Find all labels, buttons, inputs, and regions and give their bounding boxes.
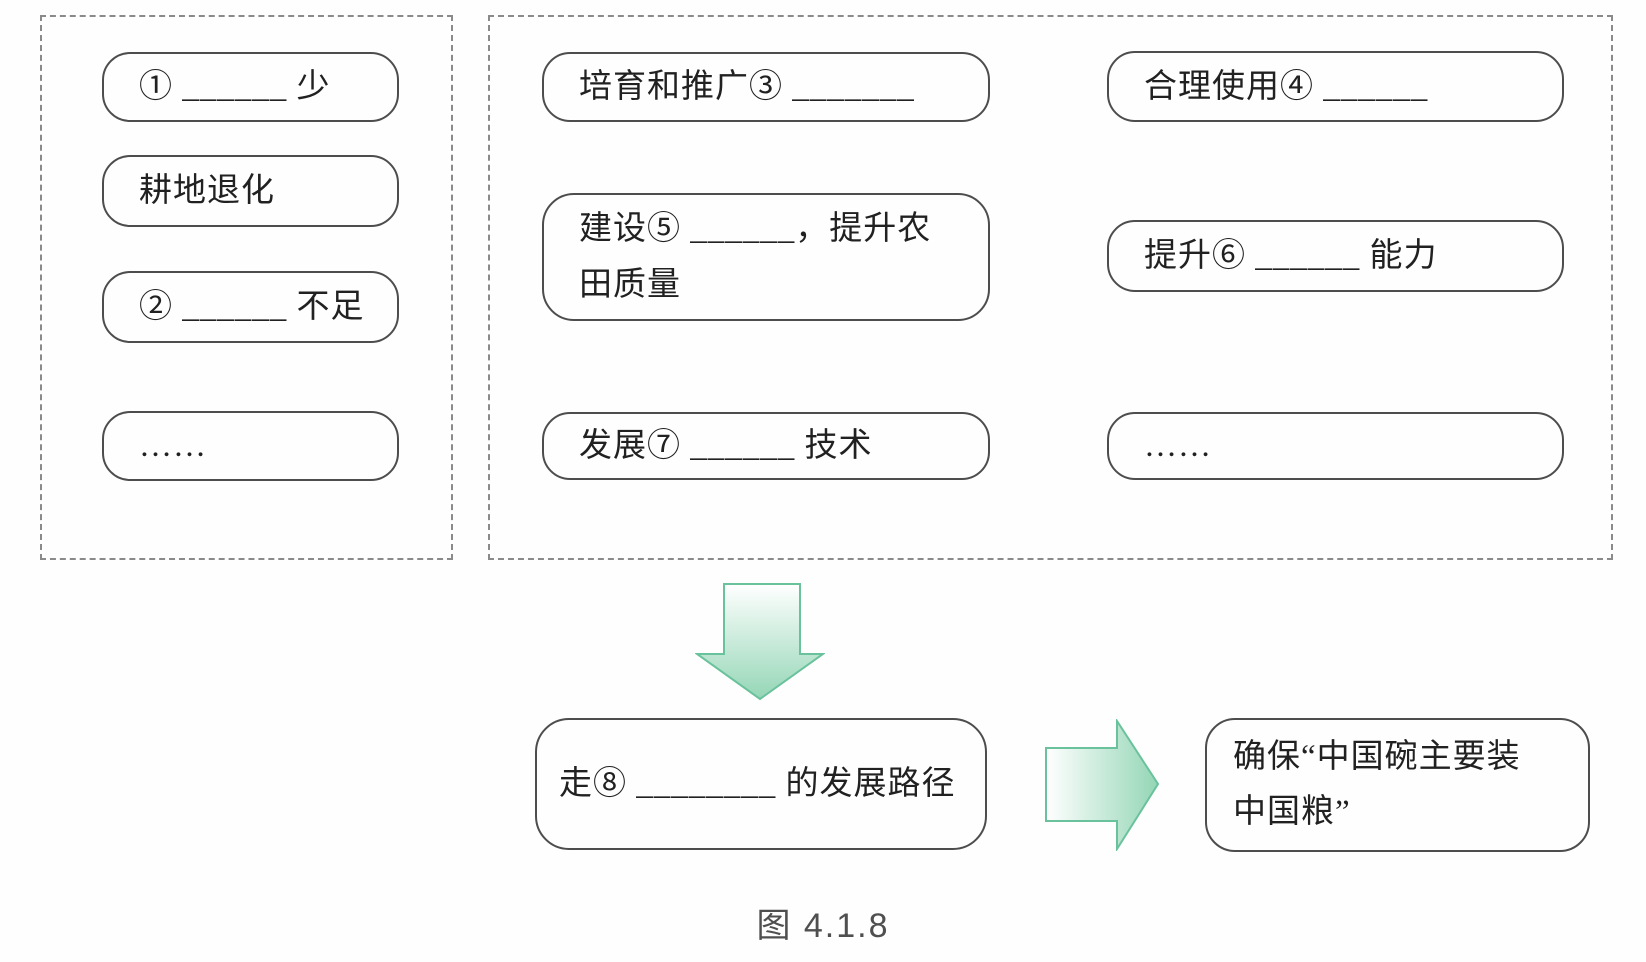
path-box-label: 走⑧ ________ 的发展路径 xyxy=(559,766,956,802)
measure-box-usage: 合理使用④ ______ xyxy=(1107,51,1564,122)
measure-box-technology: 发展⑦ ______ 技术 xyxy=(542,412,990,480)
measure-box-farmland-label: 建设⑤ ______，提升农 田质量 xyxy=(579,211,932,303)
problem-box-2: 耕地退化 xyxy=(102,155,399,227)
measure-box-ellipsis: …… xyxy=(1107,412,1564,480)
problem-box-3: ② ______ 不足 xyxy=(102,271,399,343)
measure-box-breeding: 培育和推广③ _______ xyxy=(542,52,990,122)
down-arrow-icon xyxy=(695,583,825,701)
measure-box-farmland: 建设⑤ ______，提升农 田质量 xyxy=(542,193,990,321)
problems-panel: ① ______ 少 耕地退化 ② ______ 不足 …… xyxy=(40,15,453,560)
measures-panel: 培育和推广③ _______ 建设⑤ ______，提升农 田质量 发展⑦ __… xyxy=(488,15,1613,560)
path-box: 走⑧ ________ 的发展路径 xyxy=(535,718,987,850)
goal-box-label: 确保“中国碗主要装 中国粮” xyxy=(1233,739,1521,830)
measure-box-usage-label: 合理使用④ ______ xyxy=(1144,68,1429,105)
measure-box-ellipsis-label: …… xyxy=(1144,428,1212,464)
problem-box-2-label: 耕地退化 xyxy=(139,173,275,209)
problem-box-3-label: ② ______ 不足 xyxy=(139,289,365,325)
figure-caption: 图 4.1.8 xyxy=(756,907,890,945)
problem-box-4: …… xyxy=(102,411,399,481)
measure-box-breeding-label: 培育和推广③ _______ xyxy=(579,69,915,105)
measure-box-capacity: 提升⑥ ______ 能力 xyxy=(1107,220,1564,292)
problem-box-1: ① ______ 少 xyxy=(102,52,399,122)
right-arrow-icon xyxy=(1045,719,1160,851)
goal-box: 确保“中国碗主要装 中国粮” xyxy=(1205,718,1590,852)
problem-box-1-label: ① ______ 少 xyxy=(139,69,331,105)
measure-box-capacity-label: 提升⑥ ______ 能力 xyxy=(1144,238,1438,274)
problem-box-4-label: …… xyxy=(139,428,207,464)
measure-box-technology-label: 发展⑦ ______ 技术 xyxy=(579,428,873,464)
